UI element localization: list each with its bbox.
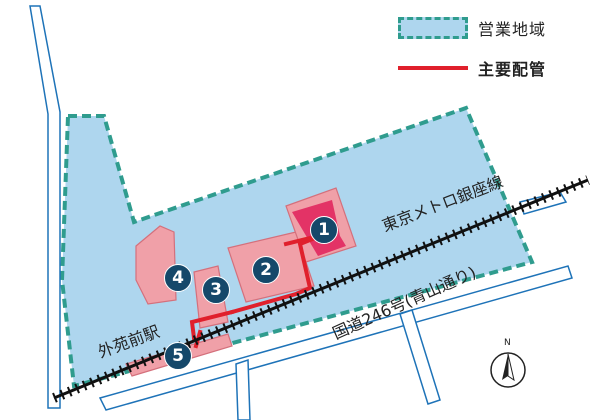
legend-row-service-area: 営業地域	[398, 16, 546, 40]
road-branch-2	[399, 309, 441, 405]
facility-badge-1: 1	[310, 216, 338, 244]
railway-ties	[52, 175, 590, 403]
legend-swatch-service-area	[398, 17, 468, 39]
facility-badge-3: 3	[202, 276, 230, 304]
legend-swatch-main-pipe	[398, 66, 468, 70]
facility-badge-2: 2	[252, 256, 280, 284]
legend-label-service-area: 営業地域	[478, 20, 547, 39]
north-label: N	[504, 338, 511, 348]
facility-badge-4: 4	[164, 264, 192, 292]
road-branch-1	[235, 358, 251, 420]
legend: 営業地域 主要配管	[398, 10, 594, 80]
road-left	[29, 5, 61, 409]
legend-row-main-pipe: 主要配管	[398, 56, 546, 80]
facility-badge-5: 5	[164, 342, 192, 370]
north-arrow-icon: N	[488, 338, 528, 390]
legend-label-main-pipe: 主要配管	[478, 60, 547, 79]
